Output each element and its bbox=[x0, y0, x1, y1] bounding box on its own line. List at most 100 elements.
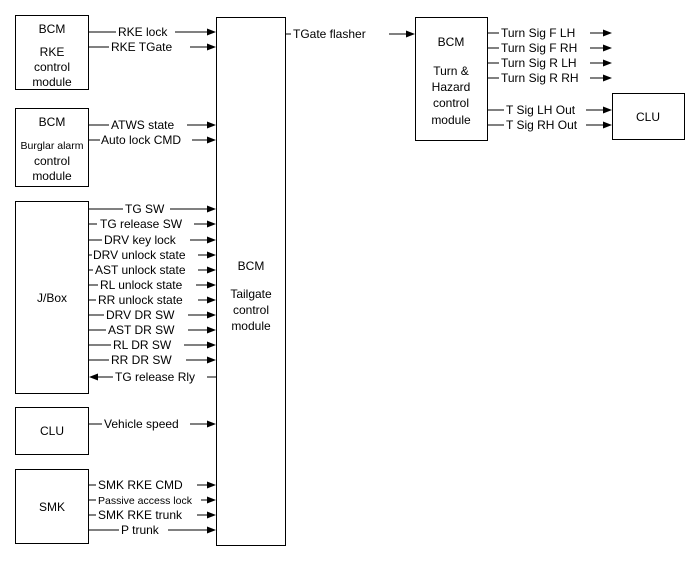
signal-label: TG SW bbox=[125, 202, 165, 216]
signal-label: Passive access lock bbox=[98, 495, 193, 507]
signal-turn-sig-f-rh: Turn Sig F RH bbox=[488, 41, 612, 55]
signal-tg-sw: TG SW bbox=[89, 202, 216, 216]
signal-t-sig-rh-out: T Sig RH Out bbox=[488, 118, 612, 132]
burglar-module-title-2: control bbox=[34, 154, 70, 168]
arrow-right-icon bbox=[207, 43, 216, 51]
arrow-right-icon bbox=[603, 29, 612, 37]
signal-label: TG release Rly bbox=[115, 370, 195, 384]
arrow-right-icon bbox=[207, 281, 216, 289]
clu-right-module: CLU bbox=[612, 93, 685, 140]
signal-rl-unlock-state: RL unlock state bbox=[89, 278, 216, 292]
signal-drv-key-lock: DRV key lock bbox=[89, 233, 216, 247]
signal-label: RKE lock bbox=[118, 25, 168, 39]
burglar-module-name: BCM bbox=[39, 115, 66, 129]
signal-turn-sig-f-lh: Turn Sig F LH bbox=[488, 26, 612, 40]
clu-left-label: CLU bbox=[40, 424, 64, 438]
signal-label: DRV unlock state bbox=[93, 248, 186, 262]
signal-smk-rke-cmd: SMK RKE CMD bbox=[89, 478, 216, 492]
tailgate-module-title: Tailgate bbox=[230, 287, 272, 301]
signal-label: RKE TGate bbox=[111, 40, 172, 54]
signal-label: RR DR SW bbox=[111, 353, 172, 367]
signal-label: SMK RKE trunk bbox=[98, 508, 183, 522]
signal-label: SMK RKE CMD bbox=[98, 478, 183, 492]
signal-label: ATWS state bbox=[111, 118, 174, 132]
signal-rr-dr-sw: RR DR SW bbox=[89, 353, 216, 367]
tailgate-control-module: BCM Tailgate control module bbox=[216, 17, 286, 546]
signal-label: Vehicle speed bbox=[104, 417, 179, 431]
signal-label: Turn Sig R LH bbox=[501, 56, 577, 70]
signal-ast-dr-sw: AST DR SW bbox=[89, 323, 216, 337]
arrow-right-icon bbox=[207, 311, 216, 319]
burglar-alarm-control-module: BCM Burglar alarm control module bbox=[15, 108, 89, 187]
arrow-right-icon bbox=[603, 59, 612, 67]
rke-module-title-2: control bbox=[34, 60, 70, 74]
burglar-module-title-3: module bbox=[32, 169, 72, 183]
tailgate-module-title-3: module bbox=[231, 319, 271, 333]
signal-atws-state: ATWS state bbox=[89, 118, 216, 132]
smk-label: SMK bbox=[39, 500, 65, 514]
signal-turn-sig-r-lh: Turn Sig R LH bbox=[488, 56, 612, 70]
signal-label: TGate flasher bbox=[293, 27, 366, 41]
signal-label: T Sig RH Out bbox=[506, 118, 578, 132]
rke-module-name: BCM bbox=[39, 22, 66, 36]
arrow-right-icon bbox=[207, 266, 216, 274]
signal-auto-lock-cmd: Auto lock CMD bbox=[89, 133, 216, 147]
arrow-right-icon bbox=[207, 236, 216, 244]
signal-rr-unlock-state: RR unlock state bbox=[89, 293, 216, 307]
signal-label: AST DR SW bbox=[108, 323, 175, 337]
arrow-right-icon bbox=[207, 205, 216, 213]
signal-drv-dr-sw: DRV DR SW bbox=[89, 308, 216, 322]
tailgate-module-name: BCM bbox=[238, 259, 265, 273]
arrow-right-icon bbox=[207, 28, 216, 36]
turn-module-title: Turn & bbox=[433, 64, 469, 78]
arrow-right-icon bbox=[207, 326, 216, 334]
arrow-right-icon bbox=[603, 106, 612, 114]
arrow-right-icon bbox=[207, 511, 216, 519]
arrow-right-icon bbox=[207, 136, 216, 144]
burglar-module-title: Burglar alarm bbox=[20, 140, 83, 152]
signal-rl-dr-sw: RL DR SW bbox=[89, 338, 216, 352]
arrow-right-icon bbox=[603, 74, 612, 82]
arrow-right-icon bbox=[207, 220, 216, 228]
signal-rke-tgate: RKE TGate bbox=[89, 40, 216, 54]
arrow-right-icon bbox=[207, 356, 216, 364]
signal-label: DRV DR SW bbox=[106, 308, 175, 322]
rke-control-module: BCM RKE control module bbox=[15, 15, 89, 90]
signal-label: DRV key lock bbox=[104, 233, 177, 247]
signal-ast-unlock-state: AST unlock state bbox=[89, 263, 216, 277]
jbox-module: J/Box bbox=[15, 201, 89, 394]
arrow-right-icon bbox=[207, 251, 216, 259]
turn-module-title-4: module bbox=[431, 113, 471, 127]
signal-label: RR unlock state bbox=[98, 293, 183, 307]
smk-module: SMK bbox=[15, 469, 89, 544]
signal-tg-release-sw: TG release SW bbox=[89, 217, 216, 231]
turn-hazard-control-module: BCM Turn & Hazard control module bbox=[415, 17, 488, 141]
rke-module-title: RKE bbox=[40, 45, 65, 59]
arrow-right-icon bbox=[603, 44, 612, 52]
signal-label: TG release SW bbox=[100, 217, 183, 231]
signal-smk-rke-trunk: SMK RKE trunk bbox=[89, 508, 216, 522]
arrow-right-icon bbox=[207, 296, 216, 304]
signal-turn-sig-r-rh: Turn Sig R RH bbox=[488, 71, 612, 85]
arrow-right-icon bbox=[207, 496, 216, 504]
turn-module-title-3: control bbox=[433, 96, 469, 110]
signal-tg-release-rly: TG release Rly bbox=[89, 370, 216, 384]
signal-p-trunk: P trunk bbox=[89, 523, 216, 537]
signal-vehicle-speed: Vehicle speed bbox=[89, 417, 216, 431]
arrow-left-icon bbox=[89, 373, 98, 381]
signal-tgate-flasher: TGate flasher bbox=[286, 27, 415, 41]
turn-module-name: BCM bbox=[438, 35, 465, 49]
jbox-label: J/Box bbox=[37, 291, 67, 305]
arrow-right-icon bbox=[603, 121, 612, 129]
turn-module-title-2: Hazard bbox=[432, 80, 471, 94]
arrow-right-icon bbox=[207, 420, 216, 428]
signal-label: Turn Sig F RH bbox=[501, 41, 577, 55]
signal-label: RL unlock state bbox=[100, 278, 183, 292]
arrow-right-icon bbox=[406, 30, 415, 38]
tailgate-module-title-2: control bbox=[233, 303, 269, 317]
signal-passive-access-lock: Passive access lock bbox=[89, 495, 216, 507]
arrow-right-icon bbox=[207, 526, 216, 534]
signal-label: P trunk bbox=[121, 523, 160, 537]
signal-label: Turn Sig F LH bbox=[501, 26, 575, 40]
